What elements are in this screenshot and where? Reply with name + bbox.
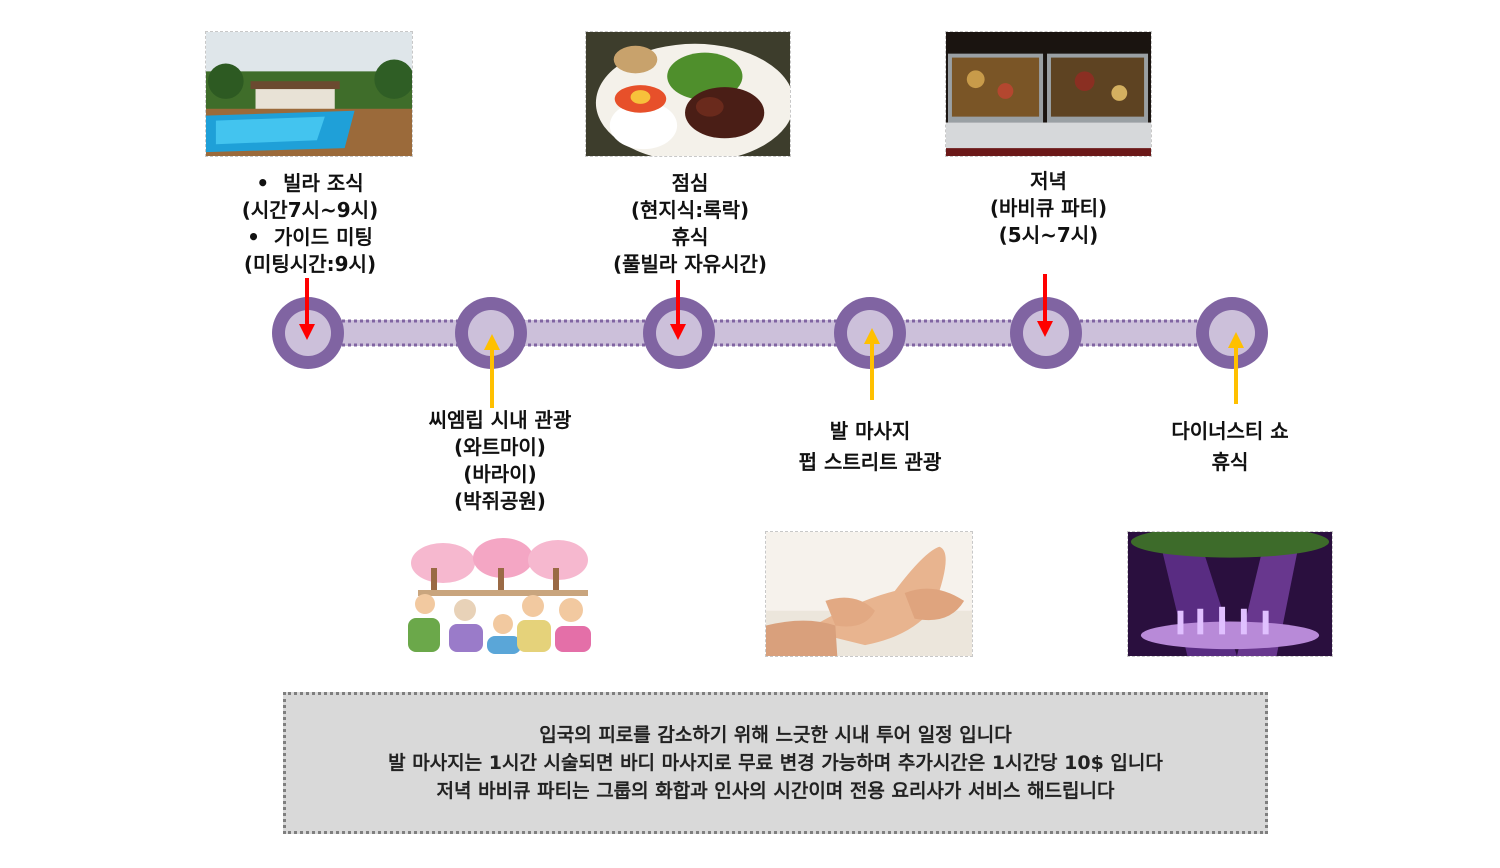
note-line: 입국의 피로를 감소하기 위해 느긋한 시내 투어 일정 입니다 bbox=[539, 724, 1012, 746]
stop-label-siemreap: 씨엠립 시내 관광 (와트마이) (바라이) (박쥐공원) bbox=[390, 407, 610, 515]
label-line: 발 마사지 bbox=[829, 419, 911, 443]
timeline-bar bbox=[300, 320, 1240, 346]
label-line: (박쥐공원) bbox=[454, 489, 546, 513]
label-line: 가이드 미팅 bbox=[205, 224, 415, 251]
stop-label-lunch: 점심 (현지식:록락) 휴식 (풀빌라 자유시간) bbox=[585, 170, 795, 278]
label-line: (와트마이) bbox=[454, 435, 546, 459]
label-line: (현지식:록락) bbox=[630, 198, 750, 222]
stop-label-show: 다이너스티 쇼 휴식 bbox=[1120, 416, 1340, 478]
arrow-down-icon bbox=[670, 280, 686, 340]
arrow-up-icon bbox=[484, 334, 500, 408]
label-line: 다이너스티 쇼 bbox=[1171, 419, 1289, 443]
arrow-up-icon bbox=[864, 328, 880, 400]
stop-label-villa: 빌라 조식 (시간7시~9시) 가이드 미팅 (미팅시간:9시) bbox=[205, 170, 415, 278]
stop-label-massage: 발 마사지 펍 스트리트 관광 bbox=[760, 416, 980, 478]
label-line: 휴식 bbox=[1211, 450, 1249, 474]
label-line: (바라이) bbox=[463, 462, 537, 486]
label-line: 펍 스트리트 관광 bbox=[798, 450, 942, 474]
lok-lak-lunch-photo bbox=[585, 31, 791, 157]
note-line: 저녁 바비큐 파티는 그룹의 화합과 인사의 시간이며 전용 요리사가 서비스 … bbox=[436, 780, 1115, 802]
label-line: 점심 bbox=[671, 171, 709, 195]
label-line: (미팅시간:9시) bbox=[243, 252, 377, 276]
dynasty-show-stage-photo bbox=[1127, 531, 1333, 657]
cherry-blossom-people-illustration bbox=[403, 538, 598, 656]
foot-massage-photo bbox=[765, 531, 973, 657]
arrow-down-icon bbox=[1037, 274, 1053, 337]
pool-villa-photo bbox=[205, 31, 413, 157]
bbq-buffet-photo bbox=[945, 31, 1152, 157]
label-line: 휴식 bbox=[671, 225, 709, 249]
stop-label-dinner: 저녁 (바비큐 파티) (5시~7시) bbox=[945, 168, 1152, 249]
label-line: (5시~7시) bbox=[998, 223, 1099, 247]
arrow-down-icon bbox=[299, 278, 315, 340]
label-line: 빌라 조식 bbox=[205, 170, 415, 197]
stop-node-show bbox=[1196, 297, 1268, 369]
label-line: 씨엠립 시내 관광 bbox=[428, 408, 572, 432]
label-line: (바비큐 파티) bbox=[989, 196, 1108, 220]
arrow-up-icon bbox=[1228, 332, 1244, 404]
label-line: (시간7시~9시) bbox=[241, 198, 379, 222]
label-line: (풀빌라 자유시간) bbox=[612, 252, 768, 276]
notes-box: 입국의 피로를 감소하기 위해 느긋한 시내 투어 일정 입니다 발 마사지는 … bbox=[283, 692, 1268, 834]
label-line: 저녁 bbox=[1030, 169, 1067, 193]
note-line: 발 마사지는 1시간 시술되면 바디 마사지로 무료 변경 가능하며 추가시간은… bbox=[388, 752, 1163, 774]
stop-node-siemreap bbox=[455, 297, 527, 369]
